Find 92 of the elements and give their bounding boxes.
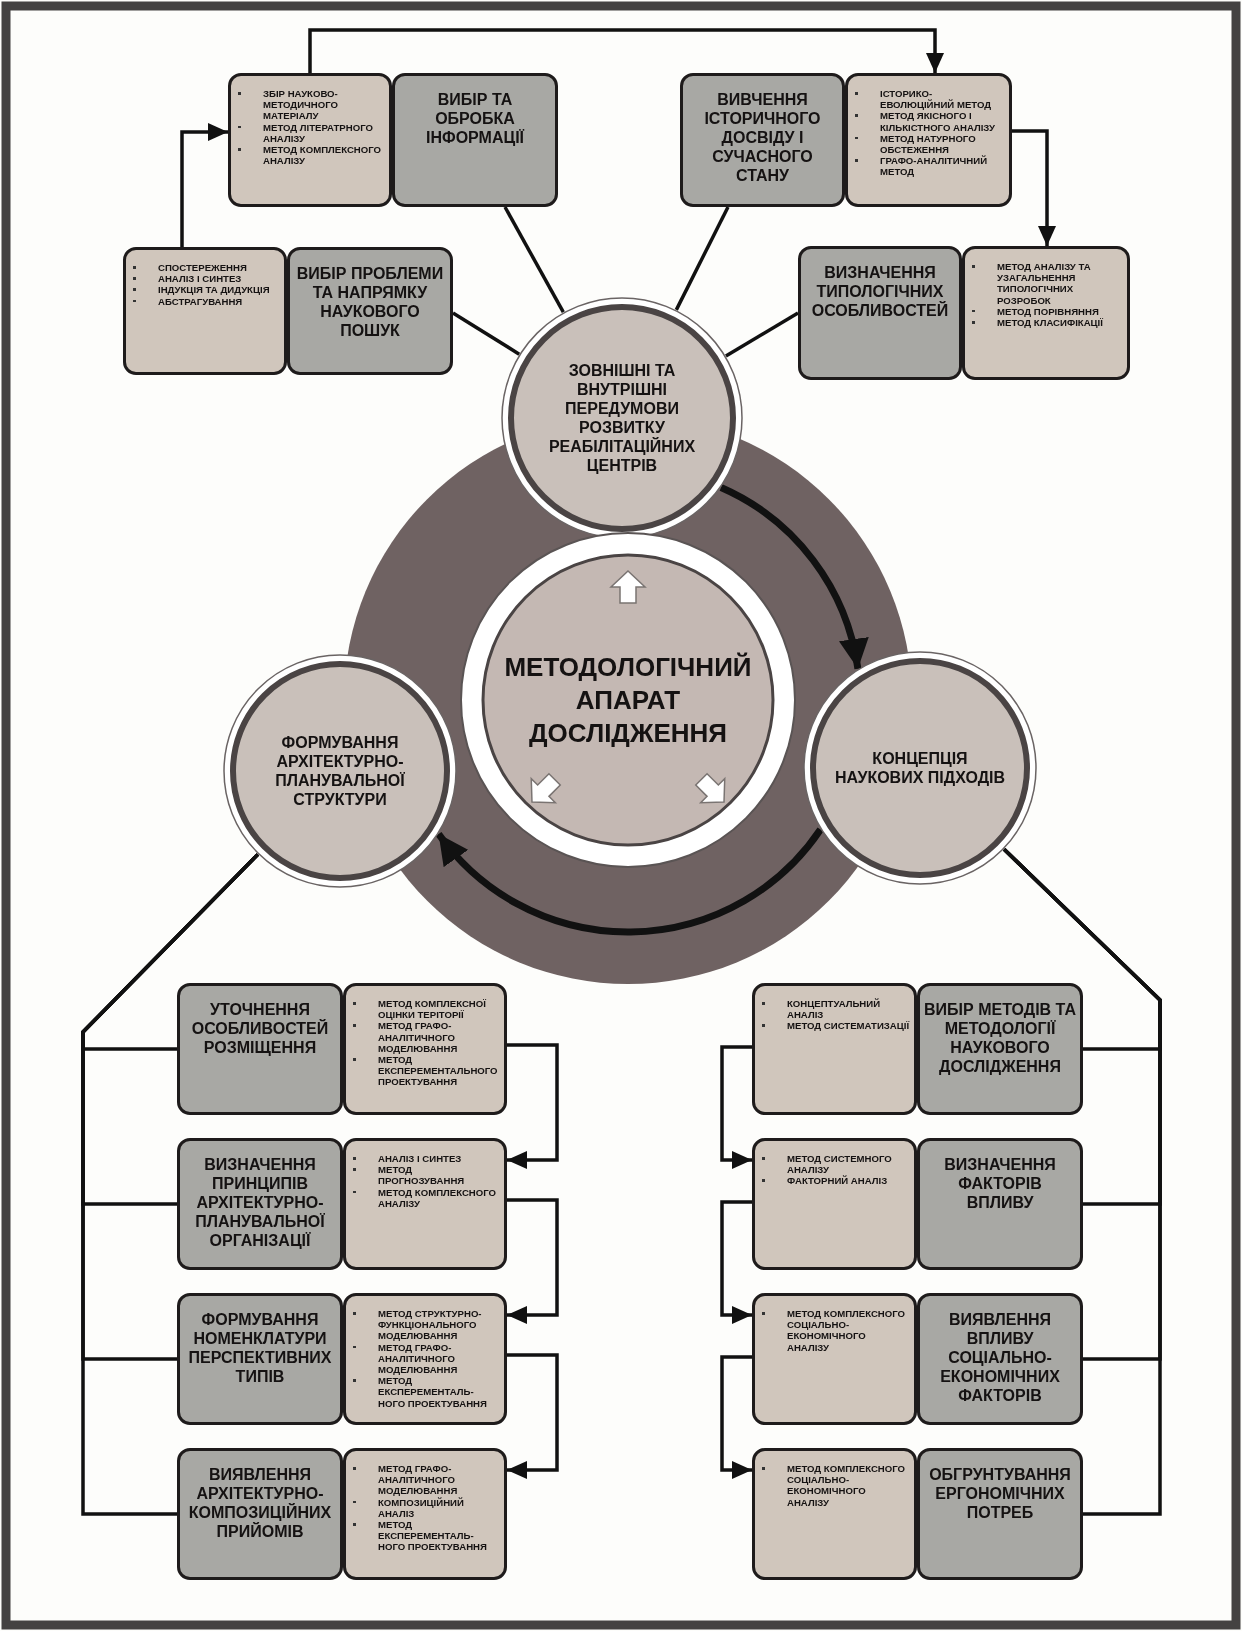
circle-label: ФОРМУВАННЯ АРХІТЕКТУРНО-ПЛАНУВАЛЬНОЇ СТРУКТУРИ	[274, 733, 406, 809]
circle-node	[223, 654, 457, 888]
bullet-item: МЕТОД ПРОГНОЗУВАННЯ	[346, 1164, 500, 1187]
bullet-item: СПОСТЕРЕЖЕННЯ	[126, 262, 280, 274]
arrow	[720, 1045, 752, 1169]
method-list-box	[228, 73, 392, 207]
arrow	[1012, 129, 1056, 246]
bullet-item: КОМПОЗИЦІЙНИЙ АНАЛІЗ	[346, 1496, 500, 1519]
task-box	[177, 1448, 343, 1580]
bullet-item: МЕТОД ЕКСПЕРЕМЕНТАЛЬ-НОГО ПРОЕКТУВАННЯ	[346, 1375, 500, 1409]
method-list-box	[962, 246, 1130, 380]
bullet-item: МЕТОД КОМПЛЕКСНОГО СОЦІАЛЬНО-ЕКОНОМІЧНОГО АНАЛІЗУ	[755, 1308, 910, 1353]
bullet-item: МЕТОД КОМПЛЕКСНОГО АНАЛІЗУ	[231, 144, 385, 167]
arrow	[308, 28, 944, 73]
bullet-item: МЕТОД НАТУРНОГО ОБСТЕЖЕННЯ	[848, 132, 1005, 156]
center-circle	[460, 532, 796, 868]
task-title: ВИЯВЛЕННЯ АРХІТЕКТУРНО-КОМПОЗИЦІЙНИХ ПРИЙОМІВ	[187, 1465, 333, 1541]
bullet-item: МЕТОД КОМПЛЕКСНОГО СОЦІАЛЬНО-ЕКОНОМІЧНОГО АНАЛІЗУ	[755, 1463, 910, 1508]
bullet-item: ІНДУКЦІЯ ТА ДИДУКЦІЯ	[126, 284, 280, 296]
method-list-box	[343, 1138, 507, 1270]
bullet-item: МЕТОД ГРАФО-АНАЛІТИЧНОГО МОДЕЛЮВАННЯ	[346, 1463, 500, 1497]
method-list-box	[752, 983, 917, 1115]
bullet-item: МЕТОД ЛІТЕРАТРНОГО АНАЛІЗУ	[231, 121, 385, 144]
task-box	[798, 246, 962, 380]
task-title: ВИВЧЕННЯ ІСТОРИЧНОГО ДОСВІДУ І СУЧАСНОГО СТАНУ	[703, 90, 822, 185]
task-box	[177, 1293, 343, 1425]
bullet-item: МЕТОД ЯКІСНОГО І КІЛЬКІСТНОГО АНАЛІЗУ	[848, 110, 1005, 133]
center-title: МЕТОДОЛОГІЧНИЙ АПАРАТ ДОСЛІДЖЕННЯ	[503, 650, 753, 750]
bullet-item: МЕТОД СТРУКТУРНО-ФУНКЦІОНАЛЬНОГО МОДЕЛЮВАННЯ	[346, 1308, 500, 1342]
bullet-item: МЕТОД ГРАФО-АНАЛІТИЧНОГО МОДЕЛЮВАННЯ	[346, 1341, 500, 1376]
bullet-item: МЕТОД СИСТЕМНОГО АНАЛІЗУ	[755, 1153, 910, 1176]
connector-line	[452, 311, 521, 356]
task-title: ФОРМУВАННЯ НОМЕНКЛАТУРИ ПЕРСПЕКТИВНИХ ТИПІВ	[187, 1310, 333, 1386]
circle-label: КОНЦЕПЦІЯ НАУКОВИХ ПІДХОДІВ	[833, 749, 1007, 787]
bullet-item: АНАЛІЗ І СИНТЕЗ	[346, 1153, 500, 1165]
arrow	[180, 123, 228, 247]
arrow	[719, 484, 867, 670]
task-box	[917, 1293, 1083, 1425]
arrow	[720, 1200, 752, 1324]
task-box	[680, 73, 845, 207]
arrow	[435, 827, 824, 936]
bullet-item: МЕТОД ЕКСПЕРЕМЕНТАЛЬ-НОГО ПРОЕКТУВАННЯ	[346, 1519, 500, 1553]
connector-line	[503, 206, 565, 314]
connector-line	[81, 853, 260, 1516]
circle-node	[803, 651, 1037, 885]
bullet-item: МЕТОД СИСТЕМАТИЗАЦІЇ	[755, 1020, 910, 1032]
task-title: ВИЗНАЧЕННЯ ТИПОЛОГІЧНИХ ОСОБЛИВОСТЕЙ	[810, 263, 950, 320]
task-title: ОБГРУНТУВАННЯ ЕРГОНОМІЧНИХ ПОТРЕБ	[928, 1465, 1072, 1522]
bullet-item: ГРАФО-АНАЛІТИЧНИЙ МЕТОД	[848, 155, 1005, 178]
task-title: ВИЗНАЧЕННЯ ФАКТОРІВ ВПЛИВУ	[943, 1155, 1057, 1212]
bullet-item: ЗБІР НАУКОВО-МЕТОДИЧНОГО МАТЕРІАЛУ	[231, 88, 385, 122]
task-title: ВИБІР ПРОБЛЕМИ ТА НАПРЯМКУ НАУКОВОГО ПОШУК	[295, 264, 445, 340]
method-list-box	[752, 1293, 917, 1425]
method-list-box	[845, 73, 1012, 207]
task-box	[177, 983, 343, 1115]
circle-label: ЗОВНІШНІ ТА ВНУТРІШНІ ПЕРЕДУМОВИ РОЗВИТКУ РЕАБІЛІТАЦІЙНИХ ЦЕНТРІВ	[547, 361, 697, 475]
bullet-item: МЕТОД КОМПЛЕКСНОГО АНАЛІЗУ	[346, 1186, 500, 1209]
method-list-box	[123, 247, 287, 375]
method-list-box	[343, 1293, 507, 1425]
bullet-item: КОНЦЕПТУАЛЬНИЙ АНАЛІЗ	[755, 998, 910, 1021]
bullet-item: МЕТОД ГРАФО-АНАЛІТИЧНОГО МОДЕЛЮВАННЯ	[346, 1020, 500, 1054]
method-list-box	[343, 1448, 507, 1580]
method-list-box	[752, 1448, 917, 1580]
arrow	[720, 1355, 752, 1479]
bullet-item: МЕТОД КЛАСИФІКАЦІЇ	[965, 317, 1123, 329]
method-list-box	[343, 983, 507, 1115]
task-box	[392, 73, 558, 207]
connector-line	[1002, 848, 1162, 1516]
bullet-item: ФАКТОРНИЙ АНАЛІЗ	[755, 1175, 910, 1187]
bullet-item: АНАЛІЗ І СИНТЕЗ	[126, 273, 280, 285]
connector-line	[674, 206, 730, 311]
task-title: ВИЗНАЧЕННЯ ПРИНЦИПІВ АРХІТЕКТУРНО-ПЛАНУВАЛЬНОЇ ОРГАНІЗАЦІЇ	[194, 1155, 326, 1250]
task-title: УТОЧНЕННЯ ОСОБЛИВОСТЕЙ РОЗМІЩЕННЯ	[190, 1000, 330, 1057]
bullet-item: МЕТОД ПОРІВНЯННЯ	[965, 305, 1123, 317]
task-box	[917, 1138, 1083, 1270]
task-box	[177, 1138, 343, 1270]
connector-line	[725, 311, 799, 358]
task-box	[287, 247, 453, 375]
bullet-item: МЕТОД КОМПЛЕКСНОЇ ОЦІНКИ ТЕРІТОРІЇ	[346, 998, 500, 1021]
task-box	[917, 983, 1083, 1115]
arrow	[507, 1198, 559, 1324]
task-title: ВИБІР ТА ОБРОБКА ІНФОРМАЦІЇ	[425, 90, 526, 147]
task-title: ВИЯВЛЕННЯ ВПЛИВУ СОЦІАЛЬНО-ЕКОНОМІЧНИХ ФАКТОРІВ	[939, 1310, 1061, 1405]
method-list-box	[752, 1138, 917, 1270]
task-title: ВИБІР МЕТОДІВ ТА МЕТОДОЛОГІЇ НАУКОВОГО ДОСЛІДЖЕННЯ	[923, 1000, 1077, 1076]
bullet-item: МЕТОД АНАЛІЗУ ТА УЗАГАЛЬНЕННЯ ТИПОЛОГІЧНИХ РОЗРОБОК	[965, 261, 1123, 306]
bullet-item: МЕТОД ЕКСПЕРЕМЕНТАЛЬНОГО ПРОЕКТУВАННЯ	[346, 1054, 500, 1088]
arrow	[507, 1043, 559, 1169]
bullet-item: ІСТОРИКО-ЕВОЛЮЦІЙНИЙ МЕТОД	[848, 88, 1005, 111]
bullet-item: АБСТРАГУВАННЯ	[126, 295, 280, 307]
task-box	[917, 1448, 1083, 1580]
arrow	[507, 1353, 559, 1479]
